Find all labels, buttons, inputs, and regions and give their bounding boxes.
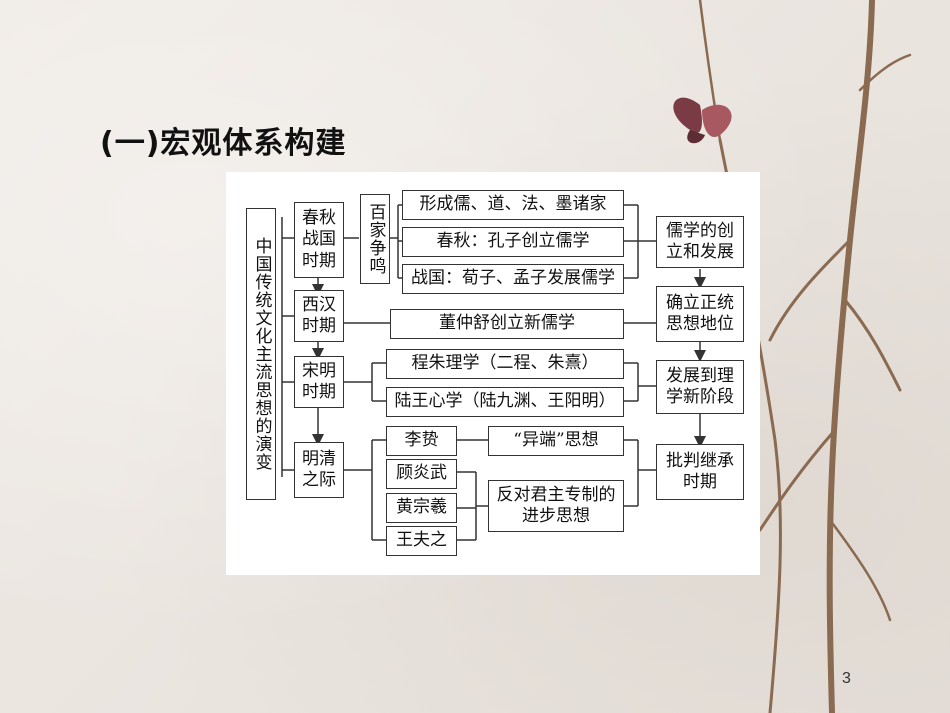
- butterfly-icon: [673, 97, 732, 144]
- detail-box-chunqiu: 春秋：孔子创立儒学: [402, 227, 624, 257]
- period-box-songming: 宋明时期: [294, 356, 344, 408]
- slide-title: (一)宏观体系构建: [100, 126, 347, 161]
- period-box-mingqing: 明清之际: [294, 442, 344, 498]
- figure-box-wang: 王夫之: [386, 526, 457, 556]
- figure-box-lizhi: 李贽: [386, 426, 457, 456]
- figure-box-huang: 黄宗羲: [386, 493, 457, 523]
- period-box-xihan: 西汉时期: [294, 290, 344, 342]
- stage-box-2: 确立正统思想地位: [656, 286, 744, 342]
- thought-box-yiduan: “异端”思想: [488, 426, 624, 456]
- thought-box-fandui: 反对君主专制的进步思想: [488, 480, 624, 532]
- connector-lines: [281, 204, 706, 541]
- figure-box-gu: 顾炎武: [386, 459, 457, 489]
- stage-box-4: 批判继承时期: [656, 444, 744, 500]
- stage-box-1: 儒学的创立和发展: [656, 216, 744, 268]
- detail-box-zhanguo: 战国：荀子、孟子发展儒学: [402, 264, 624, 294]
- root-box: 中国传统文化主流思想的演变: [246, 208, 276, 500]
- period-box-chunqiu: 春秋战国时期: [294, 202, 344, 278]
- page-number: 3: [842, 670, 851, 687]
- detail-box-dong: 董仲舒创立新儒学: [390, 309, 624, 339]
- detail-box-luwang: 陆王心学（陆九渊、王阳明）: [386, 387, 624, 417]
- concept-diagram: 中国传统文化主流思想的演变 春秋战国时期 西汉时期 宋明时期 明清之际 百家争鸣…: [226, 172, 760, 575]
- detail-box-xingcheng: 形成儒、道、法、墨诸家: [402, 190, 624, 220]
- detail-box-chengzhu: 程朱理学（二程、朱熹）: [386, 349, 624, 379]
- baijia-box: 百家争鸣: [360, 194, 390, 284]
- stage-box-3: 发展到理学新阶段: [656, 360, 744, 414]
